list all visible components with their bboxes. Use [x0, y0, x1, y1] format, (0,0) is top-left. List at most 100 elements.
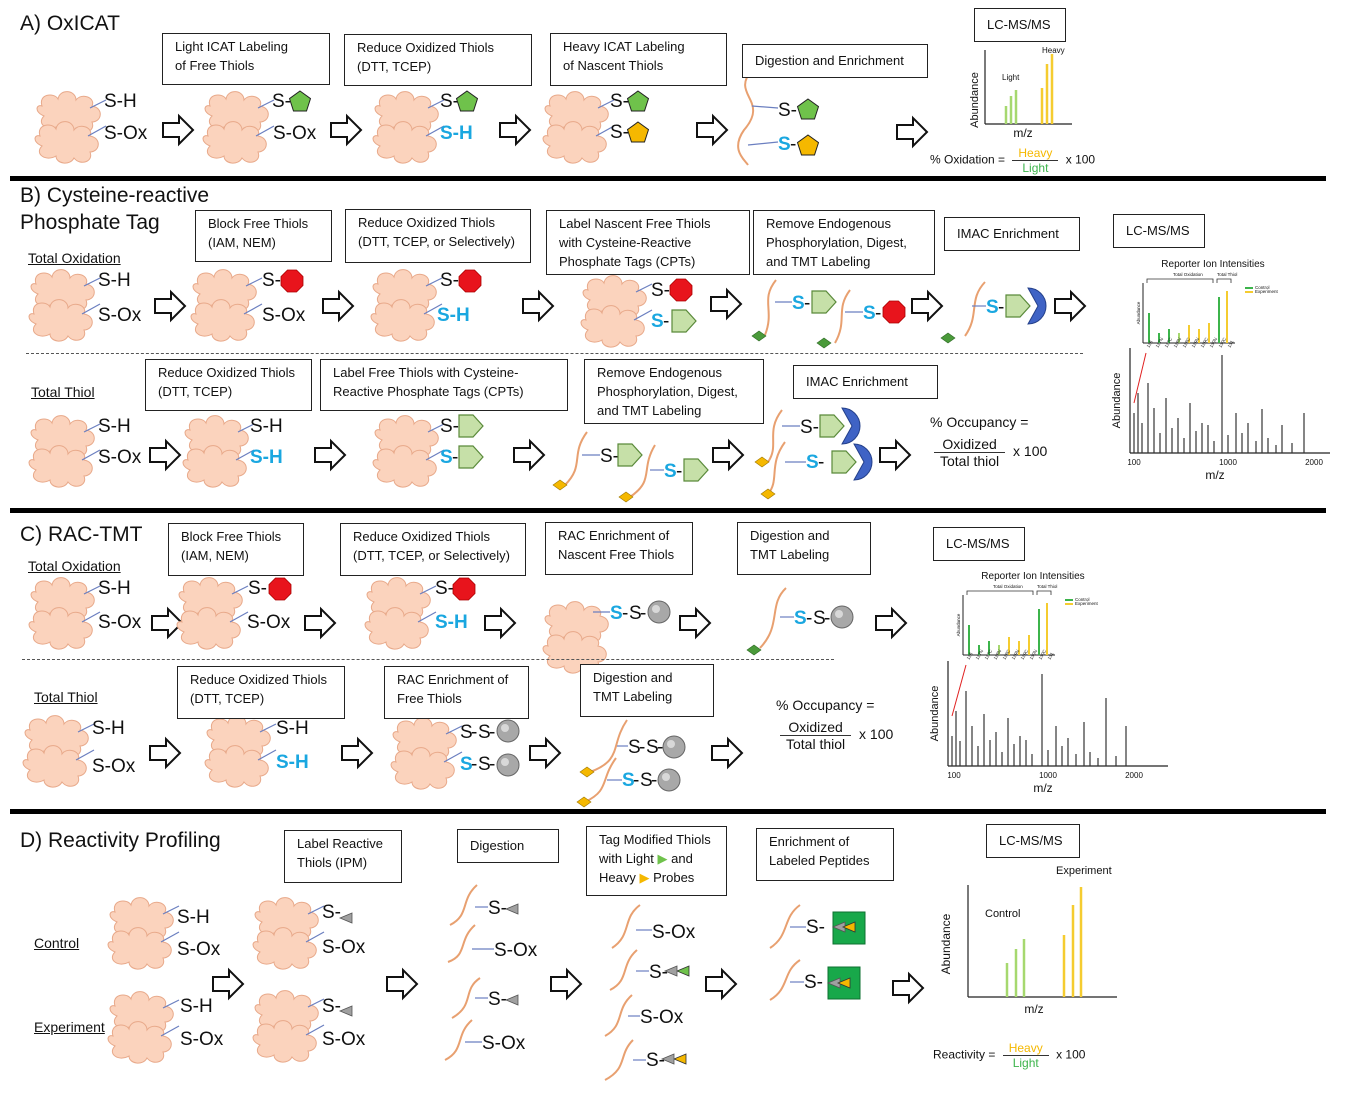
linker-line	[75, 749, 95, 761]
chart-d-ylabel: Abundance	[939, 913, 953, 974]
divider-bc	[10, 508, 1326, 513]
mol-text: S-H	[98, 270, 131, 291]
protein-icon	[365, 578, 430, 650]
peptide-strand	[451, 977, 481, 1019]
process-arrow-icon	[341, 738, 373, 768]
tmt-label-yellow-icon	[618, 491, 634, 503]
mol-text: S	[806, 452, 819, 473]
mol-text: S	[794, 608, 807, 629]
process-arrow-icon	[911, 291, 943, 321]
protein-icon	[371, 270, 436, 342]
tmt-label-yellow-icon	[760, 488, 776, 500]
heavy-icat-pentagon-icon	[627, 121, 649, 143]
mol-text: S-Ox	[104, 123, 148, 144]
mol-text: S	[813, 608, 826, 629]
mol-text: -	[875, 303, 881, 324]
chart-xlabel: m/z	[1205, 468, 1224, 482]
process-arrow-icon	[522, 291, 554, 321]
linker-line	[597, 99, 615, 109]
ipm-probe-icon	[338, 912, 353, 924]
mol-text: S	[640, 770, 653, 791]
block-octagon-icon	[268, 577, 292, 601]
process-arrow-icon	[679, 608, 711, 638]
box-lcms-c: LC-MS/MS	[933, 527, 1025, 561]
mol-text: S-	[248, 578, 267, 599]
linker-line	[162, 999, 180, 1009]
heavy-probe-icon	[841, 921, 856, 933]
linker-line	[160, 931, 180, 943]
linker-line	[427, 423, 445, 433]
section-c-title: C) RAC-TMT	[20, 523, 143, 546]
peptide-strand	[767, 441, 786, 495]
linker-line	[162, 905, 180, 915]
heavy-probe-icon	[672, 1053, 687, 1065]
process-arrow-icon	[304, 608, 336, 638]
inset-tick: 129C	[1200, 336, 1210, 348]
tick-label: 100	[1127, 458, 1141, 467]
light-icat-pentagon-icon	[627, 90, 649, 112]
protein-icon	[543, 92, 608, 164]
bracket-total-oxidation	[966, 590, 1034, 595]
mol-text: -	[818, 452, 824, 473]
zoom-arrow	[951, 664, 967, 717]
mol-text: S-H	[98, 578, 131, 599]
c-total-thiol-label: Total Thiol	[34, 689, 98, 705]
box-lcms-a: LC-MS/MS	[974, 8, 1066, 42]
process-arrow-icon	[484, 608, 516, 638]
mol-text: S-	[272, 91, 291, 112]
ipm-probe-icon	[660, 1053, 675, 1065]
cpt-tag-icon	[811, 290, 837, 314]
mol-text: -	[471, 722, 477, 743]
mol-text: S-Ox	[247, 612, 291, 633]
heavy-probe-icon	[836, 977, 851, 989]
inset-tick: 127N	[975, 649, 985, 661]
mol-text: S-Ox	[98, 305, 142, 326]
zoom-arrow	[1133, 352, 1147, 404]
light-probe-icon	[675, 965, 690, 977]
linker-line	[259, 723, 277, 733]
mol-text: -	[489, 722, 495, 743]
mol-text: -	[806, 608, 812, 629]
legend-experiment: Experiment	[1075, 601, 1099, 606]
tick-label: 2000	[1125, 771, 1143, 780]
process-arrow-icon	[1054, 291, 1086, 321]
process-arrow-icon	[896, 117, 928, 147]
inset-tick: 126	[1146, 339, 1154, 348]
box-lcms-d: LC-MS/MS	[986, 824, 1080, 858]
legend-control: Control	[1075, 597, 1090, 602]
rac-resin-bead-icon	[662, 735, 686, 759]
linker-line	[307, 998, 325, 1008]
protein-icon	[253, 898, 318, 970]
bracket-total-thiol	[1216, 278, 1232, 283]
protein-icon	[253, 991, 318, 1063]
peptide-strand	[447, 924, 476, 963]
process-arrow-icon	[386, 969, 418, 999]
section-d-title: D) Reactivity Profiling	[20, 829, 221, 852]
chart-a-heavy-label: Heavy	[1042, 46, 1065, 55]
inset-ylabel: Abundance	[1136, 301, 1141, 324]
mol-text: S-	[440, 416, 459, 437]
cpt-tag-icon	[831, 450, 857, 474]
peptide-strand	[609, 949, 638, 991]
mol-text: S-Ox	[98, 447, 142, 468]
protein-icon	[29, 416, 94, 488]
protein-icon	[23, 716, 88, 788]
peptide-strand	[834, 289, 851, 344]
tmt-label-green-icon	[746, 644, 762, 656]
tmt-label-green-icon	[940, 332, 956, 344]
protein-icon	[205, 716, 270, 788]
peptide-strand	[611, 904, 641, 949]
mol-text: S-H	[276, 752, 309, 773]
bracket-label: Total Thiol	[1217, 272, 1237, 277]
mol-text: S	[629, 603, 642, 624]
block-octagon-icon	[280, 269, 304, 293]
d-experiment-label: Experiment	[34, 1019, 105, 1035]
mol-text: S-H	[180, 996, 213, 1017]
protein-icon	[108, 992, 173, 1064]
b-total-oxidation-label: Total Oxidation	[28, 250, 121, 266]
tmt-label-green-icon	[816, 337, 832, 349]
protein-icon	[177, 578, 242, 650]
